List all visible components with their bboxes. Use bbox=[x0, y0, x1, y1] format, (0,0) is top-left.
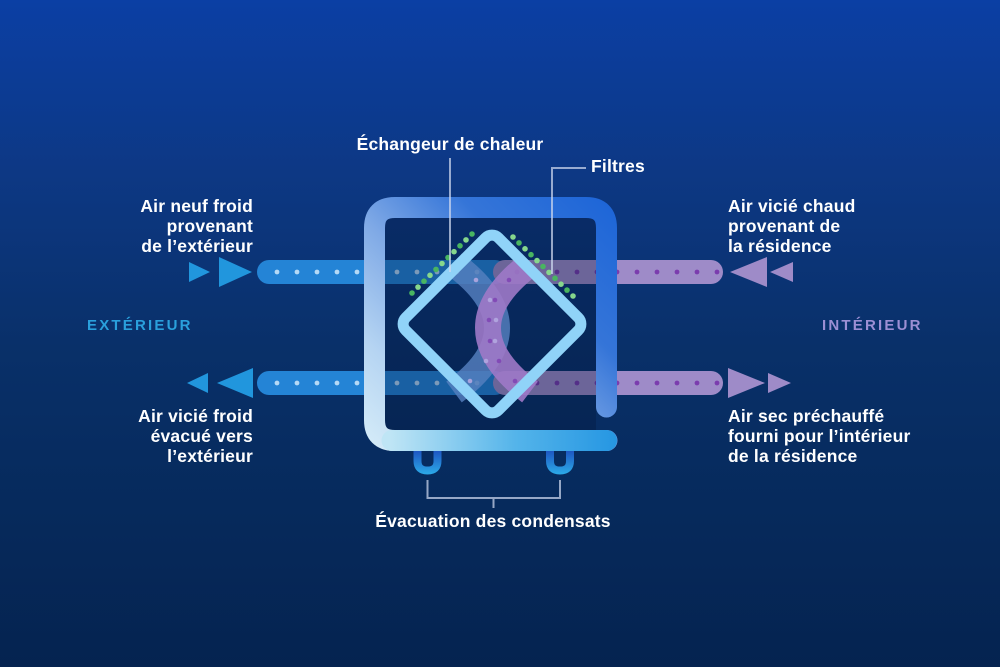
condensate-drains bbox=[413, 448, 574, 475]
intake-cold-line-2: provenant bbox=[166, 216, 253, 236]
heat-exchanger-core bbox=[397, 229, 587, 419]
heat-exchanger-label: Échangeur de chaleur bbox=[356, 134, 544, 154]
drain-tube-right bbox=[546, 448, 574, 475]
supply-preheated-line-1: Air sec préchauffé bbox=[728, 406, 885, 426]
intake-arrows-icon bbox=[189, 257, 252, 287]
exhaust-cold-label: Air vicié froid évacué vers l’extérieur bbox=[85, 406, 253, 466]
exhaust-cold-line-3: l’extérieur bbox=[167, 446, 253, 466]
callout-lines bbox=[426, 158, 586, 508]
interior-zone-label: INTÉRIEUR bbox=[822, 317, 923, 334]
return-warm-line-1: Air vicié chaud bbox=[728, 196, 856, 216]
condensate-drain-label: Évacuation des condensats bbox=[375, 511, 611, 531]
return-warm-label: Air vicié chaud provenant de la résidenc… bbox=[728, 196, 918, 256]
crossflow-ribbons bbox=[446, 253, 539, 403]
return-arrows-icon bbox=[730, 257, 793, 287]
intake-cold-line-1: Air neuf froid bbox=[140, 196, 253, 216]
return-warm-line-3: la résidence bbox=[728, 236, 832, 256]
ribbon-dots bbox=[467, 277, 518, 384]
warm-stream-ribbon bbox=[475, 253, 539, 403]
exhaust-arrows-icon bbox=[187, 368, 253, 398]
supply-preheated-label: Air sec préchauffé fourni pour l’intérie… bbox=[728, 406, 938, 466]
supply-preheated-line-3: de la résidence bbox=[728, 446, 858, 466]
filter-dots-icon bbox=[409, 231, 475, 296]
intake-cold-label: Air neuf froid provenant de l’extérieur bbox=[85, 196, 253, 256]
filter-dots-icon bbox=[510, 234, 576, 299]
drain-tube-left bbox=[413, 448, 442, 475]
supply-preheated-line-2: fourni pour l’intérieur bbox=[728, 426, 911, 446]
intake-cold-line-3: de l’extérieur bbox=[141, 236, 253, 256]
exhaust-cold-line-1: Air vicié froid bbox=[138, 406, 253, 426]
unit-casing bbox=[364, 197, 618, 451]
exhaust-cold-line-2: évacué vers bbox=[150, 426, 253, 446]
filters-pointer-line bbox=[551, 167, 586, 274]
filters-label: Filtres bbox=[591, 156, 645, 176]
supply-arrows-icon bbox=[728, 368, 791, 398]
condensate-bracket bbox=[426, 480, 561, 508]
exterior-zone-label: EXTÉRIEUR bbox=[87, 317, 193, 334]
return-warm-line-2: provenant de bbox=[728, 216, 841, 236]
